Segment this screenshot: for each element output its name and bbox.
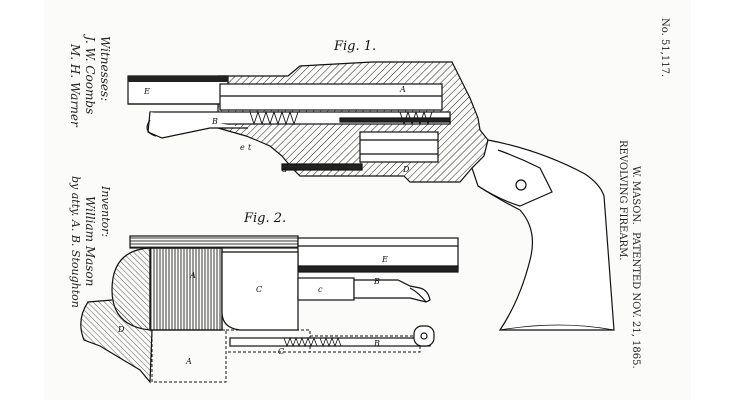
fig1-letter-a-small: a	[282, 165, 287, 174]
patent-date: PATENTED NOV. 21, 1865.	[630, 232, 641, 369]
patent-inventor-name: W. MASON.	[630, 166, 641, 225]
fig1-letter-d: D	[402, 165, 410, 174]
fig1-letter-a: A	[399, 85, 406, 94]
patent-number: No. 51,117.	[659, 18, 670, 78]
fig2-letter-c-small: c	[318, 285, 323, 294]
inventor-label: Inventor:	[99, 186, 112, 238]
fig-2-label: Fig. 2.	[243, 211, 286, 226]
witness-1-signature: J. W. Coombs	[83, 36, 97, 115]
fig1-letter-e: E	[143, 87, 150, 96]
figure-1-drawing	[127, 61, 615, 331]
inventor-signature: William Mason	[83, 196, 97, 287]
fig2-letter-e: E	[381, 255, 388, 264]
fig2-letter-c: C	[256, 285, 262, 294]
attorney-signature: by atty. A. B. Stoughton	[69, 176, 82, 308]
witnesses-label: Witnesses:	[98, 36, 112, 102]
fig2-letter-a: A	[189, 271, 196, 280]
fig1-letter-b: B	[211, 117, 218, 126]
fig2-letter-d: D	[117, 325, 125, 334]
fig1-letter-t: t	[248, 143, 252, 152]
fig2-letter-c-lower: C	[278, 347, 284, 356]
figure-2-drawing	[80, 235, 459, 384]
fig-1-label: Fig. 1.	[333, 39, 376, 54]
patent-title: REVOLVING FIREARM.	[617, 140, 628, 261]
fig2-letter-a-lower: A	[185, 357, 192, 366]
fig2-letter-b: B	[373, 339, 380, 348]
figure-2-part-letters: A C c E D A B C B	[117, 255, 388, 366]
fig1-letter-e-small: e	[240, 143, 245, 152]
figure-1-part-letters: E A B e t a D	[143, 85, 410, 174]
witness-2-signature: M. H. Warner	[68, 44, 82, 127]
fig2-letter-b-upper: B	[373, 277, 380, 286]
